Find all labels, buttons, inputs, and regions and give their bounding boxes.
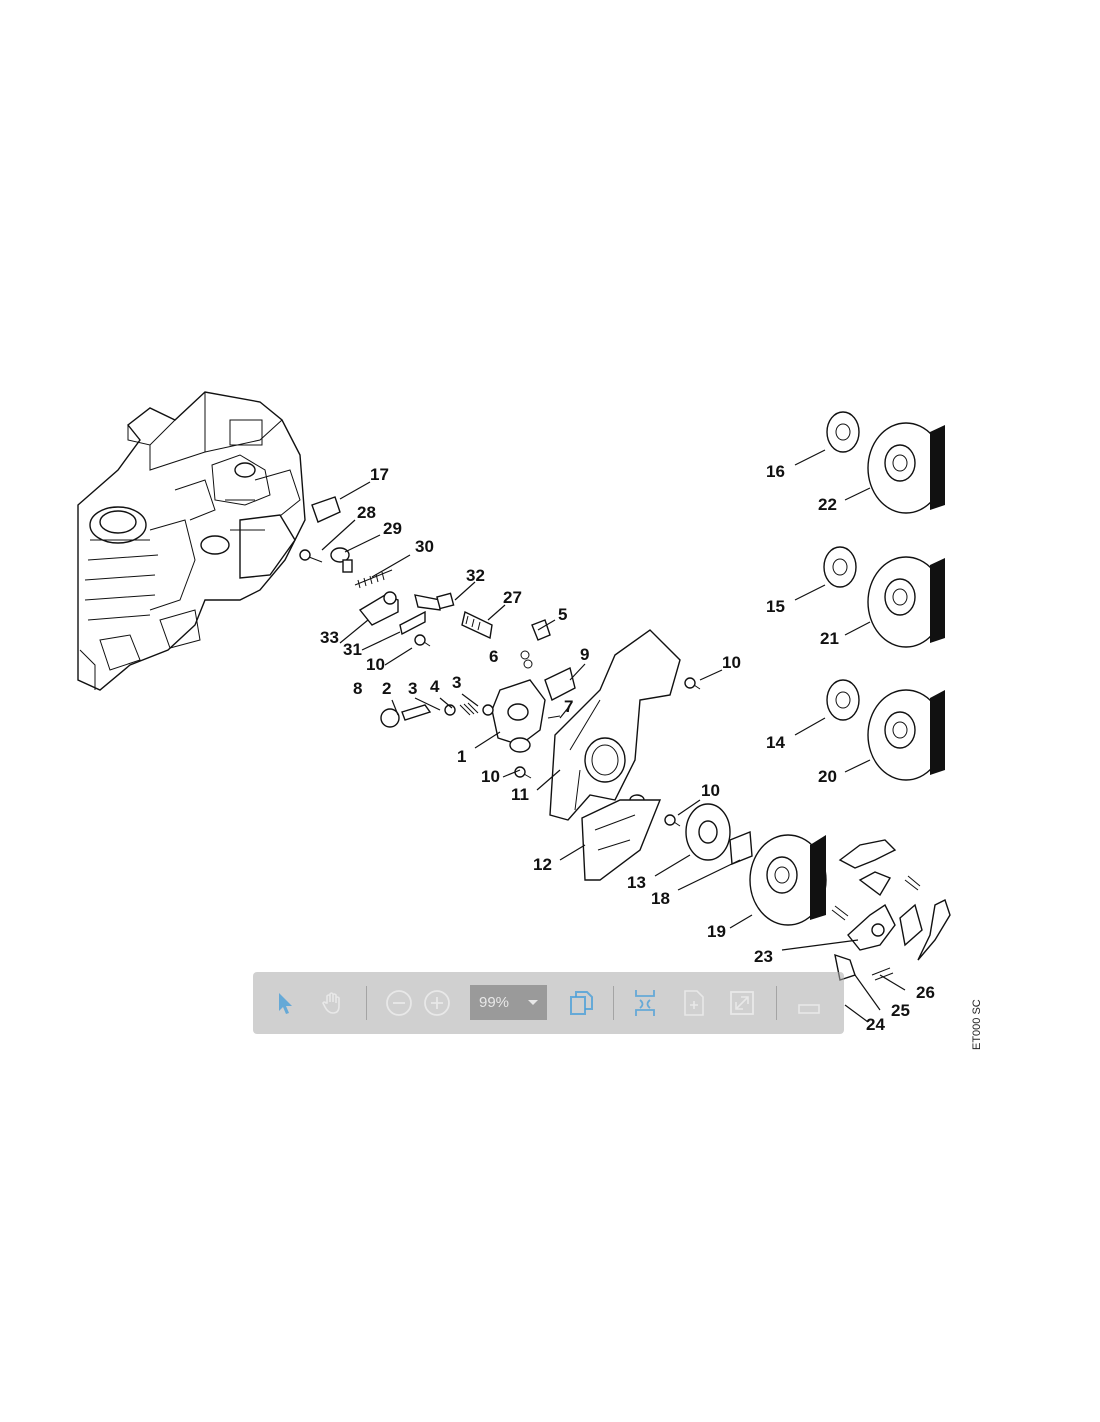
callout-15: 15 <box>766 597 785 616</box>
toolbar-divider <box>613 986 614 1020</box>
callout-10b: 10 <box>481 767 500 786</box>
hand-tool-icon[interactable] <box>317 987 349 1019</box>
callout-16: 16 <box>766 462 785 481</box>
leader-lines <box>321 449 906 1023</box>
callout-10c: 10 <box>722 653 741 672</box>
zoom-dropdown[interactable]: 99% <box>470 985 547 1020</box>
callout-12: 12 <box>533 855 552 874</box>
callout-3b: 3 <box>452 673 461 692</box>
callout-8: 8 <box>353 679 362 698</box>
diagram-code: ET000 SC <box>971 999 983 1050</box>
chevron-down-icon <box>528 1000 538 1005</box>
callout-29: 29 <box>383 519 402 538</box>
engine-block-illustration <box>77 391 306 691</box>
callout-25: 25 <box>891 1001 910 1020</box>
small-parts-illustrations <box>299 496 701 827</box>
callout-5: 5 <box>558 605 567 624</box>
clutch-drum-22 <box>826 411 945 514</box>
callout-10d: 10 <box>701 781 720 800</box>
callout-3a: 3 <box>408 679 417 698</box>
callout-1: 1 <box>457 747 466 766</box>
callout-33: 33 <box>320 628 339 647</box>
clutch-drum-20 <box>826 679 945 781</box>
callout-9: 9 <box>580 645 589 664</box>
callout-23: 23 <box>754 947 773 966</box>
callout-32: 32 <box>466 566 485 585</box>
callout-17: 17 <box>370 465 389 484</box>
callout-21: 21 <box>820 629 839 648</box>
callout-20: 20 <box>818 767 837 786</box>
callout-6: 6 <box>489 647 498 666</box>
toolbar-divider <box>366 986 367 1020</box>
cover-plate-illustration <box>549 629 681 881</box>
sprocket-center-illustration <box>685 803 753 866</box>
callout-14: 14 <box>766 733 785 752</box>
fit-page-icon[interactable] <box>629 987 661 1019</box>
zoom-value: 99% <box>479 994 510 1011</box>
callout-26: 26 <box>916 983 935 1002</box>
callout-labels: 1 2 3 3 4 5 6 7 8 9 10 10 10 10 10 11 12… <box>320 462 935 1034</box>
toolbar-divider <box>776 986 777 1020</box>
select-pointer-icon[interactable] <box>269 987 301 1019</box>
pages-icon[interactable] <box>565 987 597 1019</box>
zoom-out-icon[interactable] <box>383 987 415 1019</box>
callout-22: 22 <box>818 495 837 514</box>
callout-11: 11 <box>511 785 529 804</box>
callout-18: 18 <box>651 889 670 908</box>
fullscreen-icon[interactable] <box>726 987 758 1019</box>
callout-31: 31 <box>343 640 362 659</box>
clutch-drum-21 <box>823 546 945 648</box>
clutch-assembly-illustration <box>831 839 951 981</box>
callout-10a: 10 <box>366 655 385 674</box>
callout-27: 27 <box>503 588 522 607</box>
viewer-toolbar: 99% <box>253 972 844 1034</box>
callout-4: 4 <box>430 677 440 696</box>
callout-28: 28 <box>357 503 376 522</box>
callout-2: 2 <box>382 679 391 698</box>
callout-24: 24 <box>866 1015 885 1034</box>
callout-7: 7 <box>564 697 573 716</box>
more-options-icon[interactable] <box>793 987 825 1019</box>
callout-30: 30 <box>415 537 434 556</box>
clutch-drum-19 <box>749 834 827 926</box>
page-export-icon[interactable] <box>678 987 710 1019</box>
zoom-in-icon[interactable] <box>421 987 453 1019</box>
callout-19: 19 <box>707 922 726 941</box>
callout-13: 13 <box>627 873 646 892</box>
